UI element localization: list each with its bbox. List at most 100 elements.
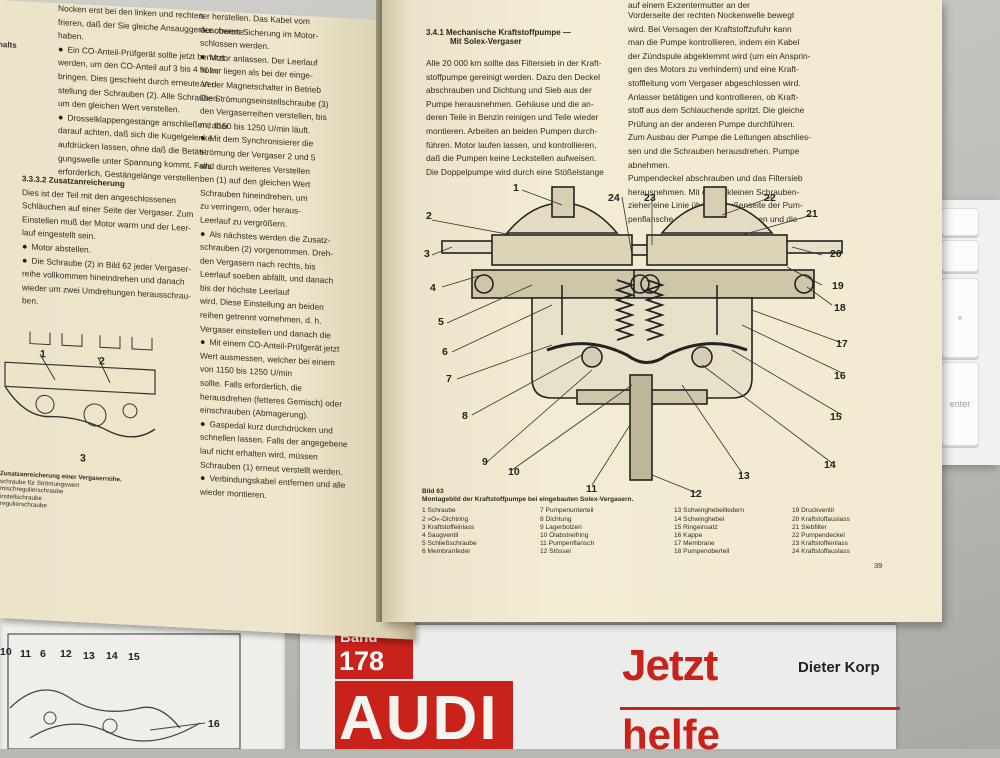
callout-number: 7 bbox=[446, 373, 452, 385]
section-heading: 3.4.1 Mechanische Kraftstoffpumpe — Mit … bbox=[426, 28, 626, 46]
legend-table: 1 Schraube 7 Pumpenunterteil 13 Schwingheb… bbox=[422, 507, 892, 556]
text-line: deren Teile in Benzin reinigen und Teile… bbox=[426, 112, 599, 123]
heading-line: Mit Solex-Vergaser bbox=[450, 37, 522, 46]
text-line: Prüfung an der anderen Pumpe durchführen… bbox=[628, 118, 795, 129]
figure-number: 6 bbox=[40, 648, 46, 660]
keypad-key-enter: enter bbox=[941, 362, 979, 446]
callout-number: 21 bbox=[806, 208, 818, 220]
callout-number: 9 bbox=[482, 456, 488, 468]
legend-entry: 7 Pumpenunterteil bbox=[540, 507, 594, 515]
section-block: 3.3.3.2 Zusatzanreicherung Dies ist der … bbox=[22, 173, 212, 319]
text-line: Pumpendeckel abschrauben und das Filters… bbox=[628, 173, 803, 184]
callout-number: 24 bbox=[608, 192, 620, 204]
legend-entry: 6 Membranfeder bbox=[422, 548, 471, 556]
callout-number: 16 bbox=[834, 370, 846, 382]
legend-entry: 18 Pumpenoberteil bbox=[674, 548, 730, 556]
callout-number: 6 bbox=[442, 346, 448, 358]
callout-number: 18 bbox=[834, 302, 846, 314]
text-line: stoffpumpe gereinigt werden. Dazu den De… bbox=[426, 71, 600, 82]
figure-number: 10 bbox=[0, 646, 12, 658]
legend-entry: 8 Dichtung bbox=[540, 515, 572, 523]
text-line: stoff aus dem Schlauchende spritzt. Die … bbox=[628, 105, 805, 116]
figure-number: 1 bbox=[40, 348, 46, 361]
carburettor-diagram bbox=[4, 331, 156, 438]
figure-number: 2 bbox=[99, 355, 105, 368]
callout-number: 22 bbox=[764, 192, 776, 204]
text-line: der Zündspule abgeklemmt wird (um ein An… bbox=[628, 50, 811, 61]
callout-number: 10 bbox=[508, 466, 520, 478]
text-line: Anlasser betätigen und kontrollieren, ob… bbox=[628, 91, 799, 102]
figure-number: 13 bbox=[83, 650, 95, 662]
legend-entry: 1 Schraube bbox=[422, 507, 456, 515]
callout-number: 23 bbox=[644, 192, 656, 204]
fuel-pump-drawing bbox=[431, 186, 843, 494]
callout-number: 14 bbox=[824, 459, 836, 471]
legend-entry: 10 Ölabstreifring bbox=[540, 532, 589, 540]
callout-number: 11 bbox=[586, 483, 598, 495]
text-line: abschrauben und Dichtung und Sieb aus de… bbox=[426, 85, 592, 96]
callout-number: 8 bbox=[462, 410, 468, 422]
legend-entry: 14 Schwinghebel bbox=[674, 515, 725, 523]
figure-number: 15 bbox=[128, 651, 140, 663]
callout-number: 13 bbox=[738, 470, 750, 482]
keypad-key-plus: + bbox=[941, 278, 979, 358]
text-line: Pumpe herausnehmen. Gehäuse und die an- bbox=[426, 98, 594, 109]
legend-entry: 21 Siebfilter bbox=[792, 523, 827, 531]
legend-entry: 11 Pumpenflansch bbox=[540, 540, 595, 548]
cover-rule bbox=[620, 707, 900, 710]
figure-legend-block: Bild 63 Montagebild der Kraftstoffpumpe … bbox=[422, 488, 892, 557]
legend-entry: 3 Kraftstoffeinlass bbox=[422, 523, 475, 531]
text-line: führen. Motor laufen lassen, und kontrol… bbox=[426, 139, 597, 150]
callout-number: 1 bbox=[513, 182, 519, 194]
page-number: 39 bbox=[874, 561, 883, 570]
legend-entry: 23 Kraftstoffeinlass bbox=[792, 540, 848, 548]
callout-number: 19 bbox=[832, 280, 844, 292]
legend-entry: 15 Ringeinsatz bbox=[674, 523, 718, 531]
lower-left-diagram bbox=[7, 633, 241, 750]
brand-text: AUDI bbox=[339, 684, 499, 753]
legend-entry: 19 Druckventil bbox=[792, 507, 834, 515]
legend-entry: 13 Schwinghebellledern bbox=[674, 507, 745, 515]
figure-number: 11 bbox=[20, 648, 32, 660]
keypad-key bbox=[941, 208, 979, 236]
cover-title-line1: Jetzt bbox=[622, 641, 718, 690]
legend-entry: 12 Stössel bbox=[540, 548, 571, 556]
keypad-key bbox=[941, 240, 979, 272]
figure-number: 12 bbox=[60, 648, 72, 660]
figure-number: 14 bbox=[106, 650, 118, 662]
legend-entry: 16 Kappe bbox=[674, 532, 703, 540]
left-book-page: Nocken erst bei den linken und rechten f… bbox=[0, 0, 415, 640]
callout-number: 5 bbox=[438, 316, 444, 328]
text-line: man die Pumpe kontrollieren, indem ein K… bbox=[628, 37, 800, 48]
callout-number: 17 bbox=[836, 338, 848, 350]
legend-entry: 17 Membrane bbox=[674, 540, 715, 548]
heading-line: 3.4.1 Mechanische Kraftstoffpumpe — bbox=[426, 28, 571, 37]
callout-number: 3 bbox=[424, 248, 430, 260]
text-line: Die Doppelpumpe wird durch eine Stößelst… bbox=[426, 166, 604, 177]
callout-number: 4 bbox=[430, 282, 436, 294]
figure-number: 16 bbox=[208, 718, 220, 730]
legend-entry: 24 Kraftstoffauslass bbox=[792, 548, 850, 556]
text-line: montieren. Arbeiten an beiden Pumpen dur… bbox=[426, 125, 598, 136]
legend-entry: 5 Schließschraube bbox=[422, 540, 477, 548]
figure-title: Bild 63 bbox=[422, 488, 444, 495]
callout-number: 2 bbox=[426, 210, 432, 222]
band-number: 178 bbox=[339, 646, 385, 676]
text-line: Zum Ausbau der Pumpe die Leitungen absch… bbox=[628, 132, 811, 143]
figure-caption: Montagebild der Kraftstoffpumpe bei eing… bbox=[422, 496, 634, 504]
legend-entry: 9 Lagerbolzen bbox=[540, 523, 582, 531]
text-line: abnehmen. bbox=[628, 159, 670, 170]
legend-entry: 4 Saugventil bbox=[422, 532, 459, 540]
text-line: gen des Motors zu verhindern) und eine K… bbox=[628, 64, 799, 75]
right-book-page: auf einem Exzentermutter an der 3.4.1 Me… bbox=[382, 0, 942, 622]
margin-label: halts bbox=[0, 39, 17, 50]
figure-number: 3 bbox=[80, 452, 86, 465]
callout-number: 15 bbox=[830, 411, 842, 423]
legend-entry: 22 Pumpendeckel bbox=[792, 532, 845, 540]
right-top-fragment: auf einem Exzentermutter an der bbox=[628, 0, 750, 10]
right-left-column: Alle 20 000 km sollte das Filtersieb in … bbox=[426, 58, 626, 180]
legend-entry: 2 »O«-Dichtring bbox=[422, 515, 469, 523]
brand-badge: AUDI bbox=[335, 681, 513, 753]
text-line: wird. Bei Versagen der Kraftstoffzufuhr … bbox=[628, 23, 792, 34]
cover-title-line2: helfe bbox=[622, 711, 721, 758]
